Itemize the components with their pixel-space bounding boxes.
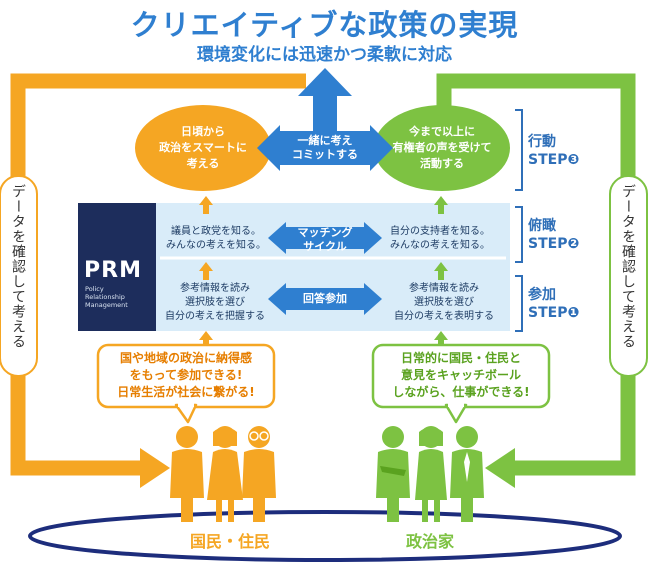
step3-label: 行動 STEP❸: [528, 134, 580, 168]
left-side-label: データを確認して考える: [10, 184, 26, 349]
step2-label: 俯瞰 STEP❷: [528, 218, 580, 252]
commit-banner-text: 一緒に考え コミットする: [292, 134, 358, 161]
citizens-label: 国民・住民: [189, 532, 270, 551]
right-side-label: データを確認して考える: [620, 184, 636, 349]
matching-double-arrow: [268, 222, 382, 254]
politician-person-2: [415, 426, 447, 522]
left-bubble-tail-cover: [178, 402, 194, 407]
prm-row2-left-text: 参考情報を読み 選択肢を選び 自分の考えを把握する: [165, 283, 265, 322]
subtitle: 環境変化には迅速かつ柔軟に対応: [197, 45, 452, 65]
prm-logo-text: PRM: [84, 258, 142, 283]
right-side-capsule: [609, 175, 648, 377]
big-up-arrow: [298, 68, 352, 150]
prm-logo-block: [78, 203, 156, 331]
right-bubble-tail-cover: [448, 402, 464, 407]
prm-row1-left-text: 議員と政党を知る。 みんなの考えを知る。: [166, 226, 266, 251]
orange-loop-arrowhead: [140, 448, 170, 488]
left-oval-text: 日頃から 政治をスマートに 考える: [159, 125, 247, 170]
orange-small-arrow-1: [199, 196, 213, 214]
step1-bracket: [515, 275, 523, 332]
green-loop-arrowhead: [485, 448, 515, 488]
citizen-person-1: [170, 426, 204, 522]
left-top-oval: [135, 105, 271, 191]
left-side-capsule: [0, 175, 38, 377]
right-bubble-tail: [444, 403, 468, 424]
politician-bubble-text: 日常的に国民・住民と 意見をキャッチボール しながら、仕事ができる!: [392, 351, 530, 399]
citizen-person-2: [207, 426, 243, 522]
green-small-arrow-1: [434, 196, 448, 214]
green-small-arrow-2: [434, 262, 448, 280]
step1-label: 参加 STEP❶: [528, 287, 580, 321]
right-oval-text: 今まで以上に 有権者の声を受けて 活動する: [392, 125, 492, 170]
matching-cycle-text: マッチング サイクル: [297, 226, 353, 253]
orange-small-arrow-2: [199, 262, 213, 280]
politician-person-1: [376, 426, 410, 522]
main-title: クリエイティブな政策の実現: [130, 8, 519, 42]
citizen-bubble-text: 国や地域の政治に納得感 をもって参加できる! 日常生活が社会に繋がる!: [117, 351, 255, 399]
green-loop-frame: [436, 73, 636, 476]
green-small-arrow-3: [434, 331, 448, 349]
answer-double-arrow: [268, 283, 382, 315]
orange-small-arrow-3: [199, 331, 213, 349]
step2-bracket: [515, 206, 523, 263]
left-bubble-tail: [174, 403, 198, 424]
prm-row1-right-text: 自分の支持者を知る。 みんなの考えを知る。: [390, 226, 490, 251]
top-double-arrow: [257, 125, 393, 171]
right-top-oval: [374, 105, 510, 191]
citizen-person-3: [242, 426, 276, 522]
ground-ellipse: [28, 510, 622, 562]
prm-row2-right-text: 参考情報を読み 選択肢を選び 自分の考えを表明する: [394, 283, 494, 322]
politicians-label: 政治家: [405, 532, 454, 551]
step3-bracket: [515, 109, 523, 191]
politician-person-3: [450, 426, 484, 522]
prm-logo-subtitle: Policy Relationship Management: [85, 285, 128, 309]
answer-participation-text: 回答参加: [303, 292, 347, 305]
